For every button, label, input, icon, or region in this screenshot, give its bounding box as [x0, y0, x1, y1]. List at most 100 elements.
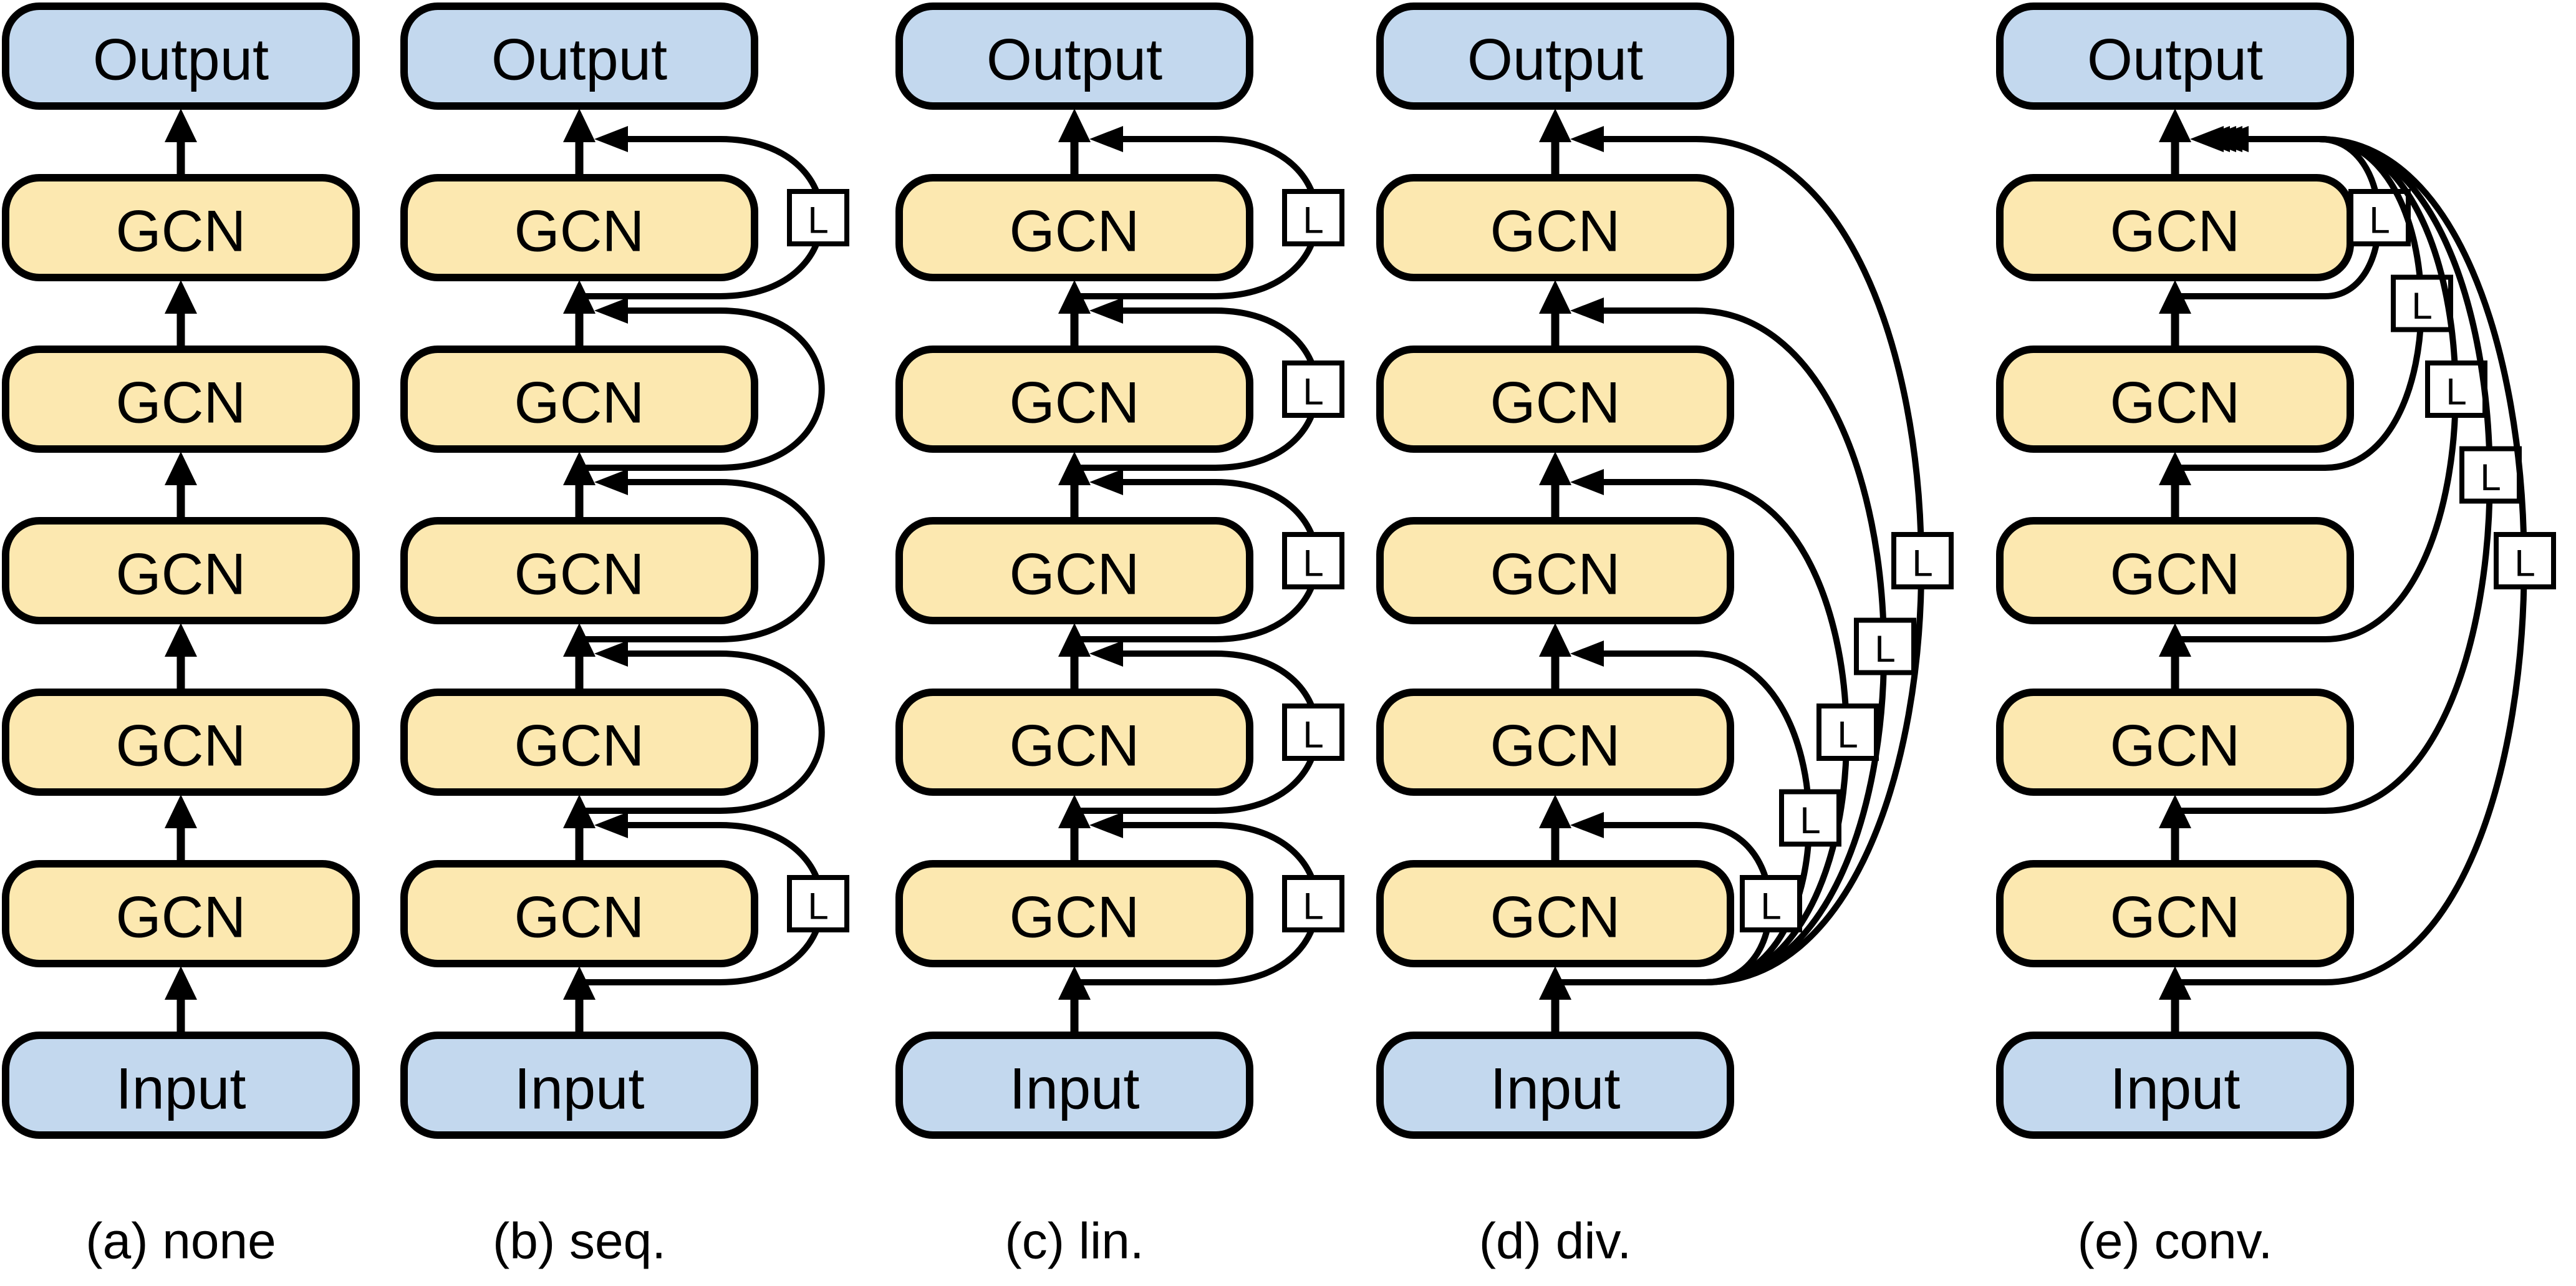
arrowhead-left-icon	[1089, 641, 1123, 667]
aggregation-module-label: L	[1800, 800, 1820, 841]
aggregation-module-box	[1282, 532, 1344, 589]
output-node-label: Output	[987, 27, 1162, 92]
gcn-layer-label: GCN	[1010, 370, 1140, 435]
gcn-layer-label: GCN	[2110, 370, 2241, 435]
skip-connection	[582, 479, 825, 642]
arrowhead-up-icon	[2159, 795, 2191, 828]
gcn-layer-label: GCN	[1490, 884, 1621, 950]
arrowhead-left-icon	[1570, 126, 1604, 152]
arrowhead-up-icon	[2159, 280, 2191, 314]
input-node-label: Input	[1490, 1056, 1620, 1121]
gcn-layer-label: GCN	[116, 198, 246, 264]
arrowhead-up-icon	[1058, 280, 1091, 314]
aggregation-module-box	[787, 189, 849, 246]
arrowhead-left-icon	[594, 469, 628, 495]
gcn-layer-label: GCN	[116, 370, 246, 435]
arrowhead-left-icon	[594, 297, 628, 324]
column-caption: (c) lin.	[1005, 1213, 1144, 1270]
gcn-layer-label: GCN	[1010, 541, 1140, 607]
arrowhead-up-icon	[165, 452, 197, 485]
arrowhead-up-icon	[165, 623, 197, 657]
gcn-layer-label: GCN	[1010, 713, 1140, 778]
aggregation-module-box	[1816, 703, 1879, 761]
output-node-label: Output	[491, 27, 667, 92]
arrowhead-left-icon	[594, 812, 628, 838]
arrowhead-up-icon	[1539, 452, 1571, 485]
skip-connection	[582, 307, 825, 471]
arrowhead-up-icon	[165, 109, 197, 142]
gcn-layer-label: GCN	[514, 370, 645, 435]
gcn-layer-label: GCN	[514, 541, 645, 607]
gcn-layer-label: GCN	[1490, 198, 1621, 264]
output-node-label: Output	[93, 27, 269, 92]
gcn-layer-label: GCN	[1490, 541, 1621, 607]
aggregation-module-box	[1740, 875, 1802, 932]
gcn-layer-label: GCN	[2110, 713, 2241, 778]
arrowhead-up-icon	[563, 452, 596, 485]
input-node-label: Input	[1009, 1056, 1139, 1121]
arrowhead-left-icon	[1089, 812, 1123, 838]
arrowhead-up-icon	[1539, 795, 1571, 828]
aggregation-module-label: L	[1760, 886, 1781, 927]
aggregation-module-label: L	[2480, 457, 2501, 498]
arrowhead-up-icon	[1539, 280, 1571, 314]
arrowhead-up-icon	[563, 966, 596, 1000]
gcn-layer-label: GCN	[2110, 198, 2241, 264]
arrowhead-left-icon	[1570, 469, 1604, 495]
input-node-label: Input	[115, 1056, 246, 1121]
input-node-label: Input	[514, 1056, 644, 1121]
aggregation-module-label: L	[1912, 543, 1932, 584]
output-node-box	[2, 2, 360, 110]
arrowhead-left-icon	[594, 641, 628, 667]
aggregation-module-label: L	[2514, 543, 2535, 584]
aggregation-module-label: L	[2411, 285, 2432, 327]
gcn-layer-label: GCN	[116, 541, 246, 607]
skip-connection	[582, 650, 825, 814]
gcn-layer-label: GCN	[514, 884, 645, 950]
arrowhead-up-icon	[165, 280, 197, 314]
aggregation-module-label: L	[2446, 371, 2466, 413]
arrowhead-up-icon	[165, 966, 197, 1000]
aggregation-module-box	[1282, 189, 1344, 246]
arrowhead-up-icon	[2159, 109, 2191, 142]
output-node-box	[400, 2, 758, 110]
arrowhead-left-icon	[1570, 641, 1604, 667]
aggregation-module-label: L	[1303, 200, 1323, 241]
aggregation-module-label: L	[1303, 543, 1323, 584]
column-caption: (e) conv.	[2078, 1213, 2273, 1270]
output-node-box	[1996, 2, 2354, 110]
output-node-box	[895, 2, 1253, 110]
aggregation-module-box	[1854, 617, 1916, 675]
gcn-layer-label: GCN	[514, 713, 645, 778]
arrowhead-left-icon	[2215, 126, 2249, 152]
aggregation-module-box	[1282, 360, 1344, 418]
gcn-layer-label: GCN	[116, 713, 246, 778]
arrowhead-left-icon	[1089, 297, 1123, 324]
column-caption: (a) none	[85, 1213, 276, 1270]
gcn-layer-label: GCN	[2110, 884, 2241, 950]
arrowhead-up-icon	[1539, 623, 1571, 657]
aggregation-module-box	[2459, 446, 2522, 504]
arrowhead-up-icon	[1058, 966, 1091, 1000]
output-node-label: Output	[1467, 27, 1643, 92]
arrowhead-up-icon	[1058, 623, 1091, 657]
arrowhead-left-icon	[1089, 126, 1123, 152]
column-caption: (b) seq.	[493, 1213, 666, 1270]
gcn-layer-label: GCN	[1490, 713, 1621, 778]
arrowhead-left-icon	[1570, 812, 1604, 838]
aggregation-module-label: L	[2369, 200, 2390, 241]
aggregation-module-label: L	[1874, 628, 1895, 670]
aggregation-module-label: L	[808, 200, 828, 241]
arrowhead-left-icon	[1089, 469, 1123, 495]
aggregation-module-box	[2425, 360, 2487, 418]
gcn-layer-label: GCN	[1010, 198, 1140, 264]
aggregation-module-box	[1282, 875, 1344, 932]
column-caption: (d) div.	[1479, 1213, 1632, 1270]
input-node-label: Input	[2110, 1056, 2240, 1121]
aggregation-module-label: L	[808, 886, 828, 927]
arrowhead-up-icon	[1058, 452, 1091, 485]
